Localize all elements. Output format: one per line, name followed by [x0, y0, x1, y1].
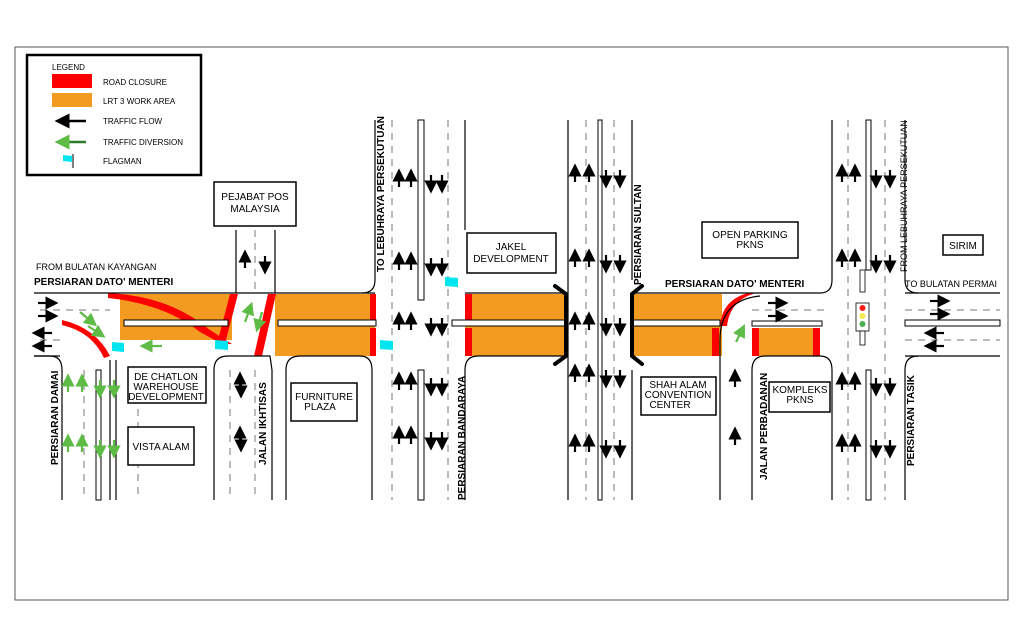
label-de-chatlon-1: DE CHATLON — [134, 372, 198, 383]
label-furniture-2: PLAZA — [304, 402, 336, 413]
lane-arrow — [253, 311, 267, 333]
road-closure — [465, 328, 472, 356]
road-closure — [370, 328, 376, 356]
label-kompleks-1: KOMPLEKS — [772, 385, 827, 396]
road-labels: FROM BULATAN KAYANGAN PERSIARAN DATO' ME… — [34, 116, 997, 500]
lane-arrow — [241, 301, 254, 323]
lane-arrow — [733, 324, 745, 343]
legend-label-flagman: FLAGMAN — [103, 157, 142, 166]
label-persiaran-dato-menteri-right: PERSIARAN DATO' MENTERI — [665, 279, 804, 290]
landmark-labels: PEJABAT POS MALAYSIA DE CHATLON WAREHOUS… — [128, 192, 977, 453]
traffic-signal — [855, 269, 870, 346]
label-kompleks-2: PKNS — [786, 395, 814, 406]
road-closure — [62, 320, 110, 358]
label-persiaran-sultan: PERSIARAN SULTAN — [633, 184, 644, 285]
landmark-shah-alam-cc — [640, 376, 717, 416]
barriers — [553, 284, 644, 366]
flag-icon — [215, 340, 228, 350]
label-jalan-perbadanan: JALAN PERBADANAN — [759, 373, 770, 480]
lane-arrow — [79, 311, 98, 327]
landmark-vista-alam — [127, 426, 195, 466]
label-open-parking-2: PKNS — [736, 240, 764, 251]
signal-green — [859, 321, 866, 327]
road-closure — [712, 328, 719, 356]
work-area — [752, 328, 820, 356]
legend-label-road-closure: ROAD CLOSURE — [103, 78, 167, 87]
landmark-boxes — [127, 181, 984, 466]
landmark-de-chatlon — [127, 366, 207, 404]
traffic-flow-arrows — [31, 163, 951, 459]
legend-label-traffic-flow: TRAFFIC FLOW — [103, 117, 163, 126]
work-area-swatch — [52, 93, 92, 107]
road-closure — [813, 328, 820, 356]
label-from-bulatan-kayangan: FROM BULATAN KAYANGAN — [36, 262, 156, 272]
traffic-diversion-arrows — [61, 301, 745, 459]
label-jakel-1: JAKEL — [496, 242, 527, 253]
label-shah-alam-1: SHAH ALAM — [649, 380, 706, 391]
flag-icon — [380, 340, 393, 350]
legend-label-traffic-diversion: TRAFFIC DIVERSION — [103, 138, 183, 147]
road-closure — [752, 328, 759, 356]
road-closure-swatch — [52, 74, 92, 88]
flag-icon — [445, 277, 458, 287]
legend-title: LEGEND — [52, 63, 85, 72]
label-shah-alam-2: CONVENTION — [645, 390, 712, 401]
label-persiaran-dato-menteri-left: PERSIARAN DATO' MENTERI — [34, 277, 173, 288]
landmark-furniture-plaza — [290, 382, 358, 422]
road-closure — [370, 294, 376, 320]
landmark-sirim — [942, 234, 984, 256]
label-furniture-1: FURNITURE — [295, 392, 353, 403]
signal-red — [859, 305, 866, 311]
legend: LEGEND ROAD CLOSURE LRT 3 WORK AREA TRAF… — [25, 53, 203, 177]
road-closure — [720, 293, 756, 326]
legend-label-work-area: LRT 3 WORK AREA — [103, 97, 176, 106]
label-jakel-2: DEVELOPMENT — [473, 254, 549, 265]
label-persiaran-damai: PERSIARAN DAMAI — [50, 370, 61, 465]
medians — [95, 119, 1001, 501]
signal-yellow — [859, 313, 866, 319]
label-sirim: SIRIM — [949, 241, 977, 252]
label-shah-alam-3: CENTER — [649, 400, 690, 411]
label-jalan-ikhtisas: JALAN IKHTISAS — [258, 382, 269, 465]
road-closure — [465, 294, 472, 320]
landmark-open-parking — [701, 221, 799, 259]
landmark-jakel — [466, 232, 557, 274]
label-from-lebuhraya: FROM LEBUHRAYA PERSEKUTUAN — [899, 120, 909, 272]
label-to-lebuhraya: TO LEBUHRAYA PERSEKUTUAN — [376, 116, 387, 272]
label-vista-alam: VISTA ALAM — [132, 442, 189, 453]
road-edges — [34, 120, 1000, 500]
label-persiaran-bandaraya: PERSIARAN BANDARAYA — [457, 376, 468, 500]
road-closure — [108, 293, 232, 344]
flag-icon — [112, 342, 124, 352]
label-de-chatlon-3: DEVELOPMENT — [128, 392, 204, 403]
landmark-kompleks-pkns — [768, 381, 831, 413]
label-pejabat-pos-1: PEJABAT POS — [221, 192, 289, 203]
label-persiaran-tasik: PERSIARAN TASIK — [906, 374, 917, 466]
label-open-parking-1: OPEN PARKING — [712, 230, 788, 241]
label-to-bulatan-permai: TO BULATAN PERMAI — [905, 279, 997, 289]
road-closure — [218, 294, 238, 340]
label-de-chatlon-2: WAREHOUSE — [133, 382, 199, 393]
flag-icon — [63, 155, 72, 162]
flagmen — [112, 277, 458, 352]
label-pejabat-pos-2: MALAYSIA — [230, 204, 280, 215]
landmark-pejabat-pos — [213, 181, 297, 227]
lane-arrow — [87, 324, 106, 338]
